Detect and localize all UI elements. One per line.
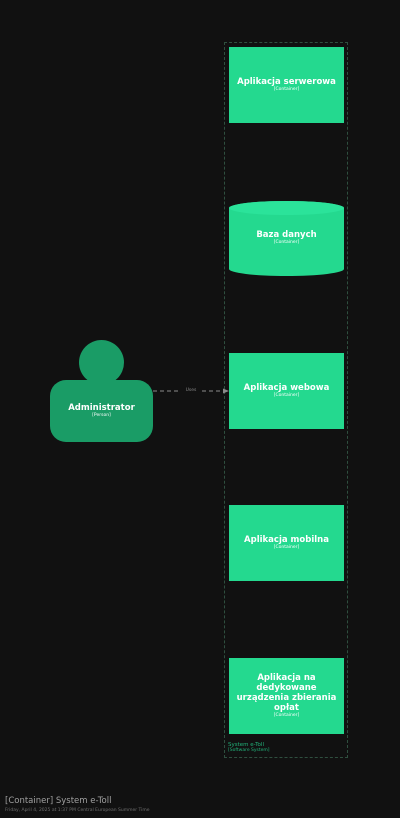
person-head-shape bbox=[79, 340, 124, 385]
container-mobile-app[interactable]: Aplikacja mobilna [Container] bbox=[229, 505, 344, 581]
container-name: Aplikacja serwerowa bbox=[237, 77, 336, 87]
database-type: [Container] bbox=[273, 240, 300, 245]
boundary-name: System e-Toll bbox=[228, 742, 264, 748]
person-name: Administrator bbox=[68, 403, 135, 413]
container-type: [Container] bbox=[273, 545, 300, 550]
container-server-app[interactable]: Aplikacja serwerowa [Container] bbox=[229, 47, 344, 123]
container-name: Aplikacja webowa bbox=[243, 383, 330, 393]
person-administrator[interactable]: Administrator [Person] bbox=[50, 340, 153, 442]
person-body-shape: Administrator [Person] bbox=[50, 380, 153, 442]
container-web-app[interactable]: Aplikacja webowa [Container] bbox=[229, 353, 344, 429]
diagram-title: [Container] System e-Toll bbox=[5, 796, 112, 806]
container-name: Aplikacja na dedykowane urządzenia zbier… bbox=[236, 673, 337, 713]
diagram-timestamp: Friday, April 4, 2025 at 1:37 PM Central… bbox=[5, 808, 150, 813]
container-type: [Container] bbox=[273, 393, 300, 398]
container-name: Aplikacja mobilna bbox=[244, 535, 329, 545]
container-type: [Container] bbox=[273, 713, 300, 718]
boundary-label: System e-Toll [Software System] bbox=[228, 742, 270, 754]
container-toll-device-app[interactable]: Aplikacja na dedykowane urządzenia zbier… bbox=[229, 658, 344, 734]
container-type: [Container] bbox=[273, 87, 300, 92]
relationship-label: Uses bbox=[180, 388, 202, 393]
arrowhead-icon bbox=[223, 388, 229, 394]
person-type: [Person] bbox=[92, 413, 111, 418]
system-boundary bbox=[224, 42, 348, 758]
database-cylinder-shape bbox=[229, 201, 344, 276]
database-container[interactable]: Baza danych [Container] bbox=[229, 200, 344, 277]
boundary-type: [Software System] bbox=[228, 748, 270, 753]
database-name: Baza danych bbox=[256, 230, 317, 240]
